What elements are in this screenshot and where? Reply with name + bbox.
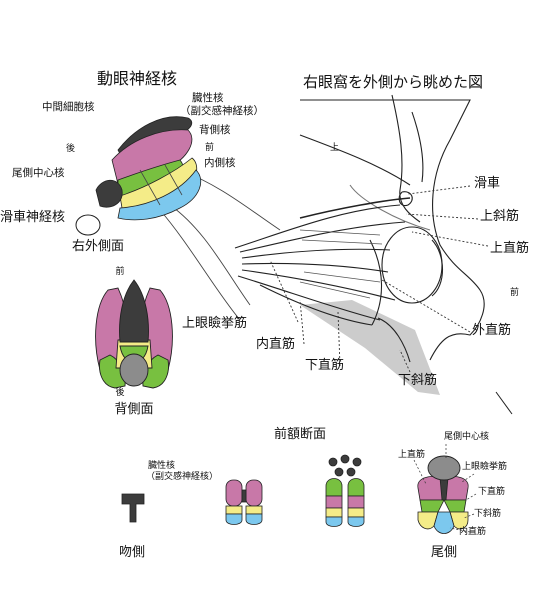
label-oculomotor-nucleus: 動眼神経核 (96, 69, 178, 88)
label-c-inferior-oblique: 下斜筋 (474, 509, 502, 519)
muscle-bundle-low (241, 269, 396, 301)
inferior-rectus-outline (259, 284, 373, 326)
nerve-fibers-lower (169, 204, 251, 306)
label-rostral: 吻側 (118, 545, 146, 560)
skull-shadow (349, 184, 431, 231)
label-superior-oblique: 上斜筋 (480, 209, 520, 224)
caudal-leaders (413, 444, 477, 533)
label-medial-nucleus: 内側核 (204, 157, 236, 169)
section-2 (225, 479, 263, 525)
label-right-lateral-view: 右外側面 (72, 239, 125, 254)
label-caudal: 尾側 (430, 545, 458, 560)
sec3-pink-l (325, 495, 343, 509)
orbit-rim-inner (411, 111, 424, 183)
label-medial-rectus: 内直筋 (256, 337, 296, 352)
sec2-yellow-l (225, 505, 243, 515)
label-levator: 上眼瞼挙筋 (182, 316, 248, 331)
sec3-yellow-r (347, 507, 365, 518)
sec2-yellow-r (245, 505, 263, 515)
muscle-bundle-top (234, 204, 401, 249)
sec3-blue-r (347, 516, 365, 527)
label-dorsal-nucleus: 背側核 (199, 124, 231, 136)
sec3-dot-3 (352, 457, 362, 467)
label-anterior: 前 (205, 143, 215, 153)
sec3-dot-4 (334, 467, 344, 477)
label-c-levator: 上眼瞼挙筋 (462, 462, 508, 472)
stripe-lines (139, 164, 183, 206)
orbit-roof (299, 134, 411, 186)
scale-tick (495, 391, 513, 415)
sec2-blue-l (225, 513, 243, 525)
label-edinger-westphal: 臓性核 (192, 92, 224, 104)
muscle-bundle-inf (237, 275, 381, 321)
orbit-rim-upper (391, 94, 421, 223)
sec3-green-r (347, 478, 365, 497)
dorsal-caudal-central (119, 353, 149, 387)
label-trochlear-nucleus: 滑車神経核 (0, 210, 66, 225)
label-lateral-rectus: 外直筋 (472, 323, 512, 338)
label-c-caudal-central: 尾側中心核 (444, 432, 490, 442)
label-inferior-oblique: 下斜筋 (398, 373, 438, 388)
caudal-central-lateral (95, 179, 123, 208)
muscle-bundle-mid (241, 248, 391, 259)
section-3 (325, 454, 365, 527)
trochlea-loop (398, 191, 413, 207)
sec3-pink-r (347, 495, 365, 509)
sec3-dot-5 (346, 467, 356, 477)
orbit-illustration (159, 94, 485, 395)
sec3-green-l (325, 478, 343, 497)
caudal-central-gray (427, 455, 461, 481)
muscle-stripes-1 (299, 229, 383, 299)
caudal-green-r (443, 499, 467, 513)
label-central-caudal-small: 中間細胞核 (42, 101, 95, 113)
inferior-oblique (377, 317, 411, 363)
muscle-bundle-sup (239, 221, 406, 253)
sec2-dark-center (241, 489, 247, 503)
sec3-dot-1 (328, 457, 338, 467)
label-dorsal-front: 前 (115, 267, 125, 277)
label-anterior-right: 前 (510, 288, 520, 298)
sec2-pink-l (225, 479, 243, 507)
medial-blue-lateral (117, 169, 202, 221)
eyeball (381, 226, 443, 304)
sec3-yellow-l (325, 507, 343, 518)
label-posterior: 後 (66, 144, 76, 154)
dorsal-dark-core (119, 279, 149, 343)
trochlear-nucleus-lateral (75, 214, 101, 236)
label-c-medial-rectus: 内直筋 (459, 527, 487, 537)
label-c-inferior-rectus: 下直筋 (478, 487, 506, 497)
skull-outline (300, 99, 485, 361)
label-dorsal-view: 背側面 (114, 402, 154, 417)
sec3-dot-2 (340, 454, 350, 464)
label-superior: 上 (330, 143, 340, 153)
sec2-pink-r (245, 479, 263, 507)
superior-oblique-tendon (299, 197, 411, 219)
label-title-right-orbit: 右眼窩を外側から眺めた図 (303, 73, 484, 91)
label-visceral-small: 臓性核 (148, 461, 176, 471)
section-rostral (121, 493, 145, 523)
label-visceral-small-sub: （副交感神経核） (146, 472, 219, 482)
cornea (431, 239, 443, 297)
caudal-blue-center (433, 511, 455, 534)
sec2-blue-r (245, 513, 263, 525)
label-superior-rectus: 上直筋 (490, 241, 530, 256)
label-trochlea: 滑車 (474, 176, 501, 191)
label-c-superior-rectus: 上直筋 (398, 450, 426, 460)
orbit-floor-shading (300, 300, 440, 395)
label-dorsal-back: 後 (115, 388, 125, 398)
label-caudal-central: 尾側中心核 (12, 167, 65, 179)
muscle-bundle-mid2 (241, 262, 389, 273)
nucleus-complex-lateral (95, 116, 202, 221)
nerve-fibers-lower2 (159, 209, 241, 321)
sec3-blue-l (325, 516, 343, 527)
section-caudal (417, 476, 469, 534)
rostral-t-shape (121, 493, 145, 523)
label-edinger-westphal-sub: （副交感神経核） (180, 105, 264, 117)
orbit-leaders (269, 185, 489, 373)
lateral-rectus-edge (369, 239, 383, 326)
label-frontal-section: 前額断面 (273, 427, 327, 442)
label-inferior-rectus: 下直筋 (305, 358, 345, 373)
caudal-green-l (419, 499, 445, 513)
